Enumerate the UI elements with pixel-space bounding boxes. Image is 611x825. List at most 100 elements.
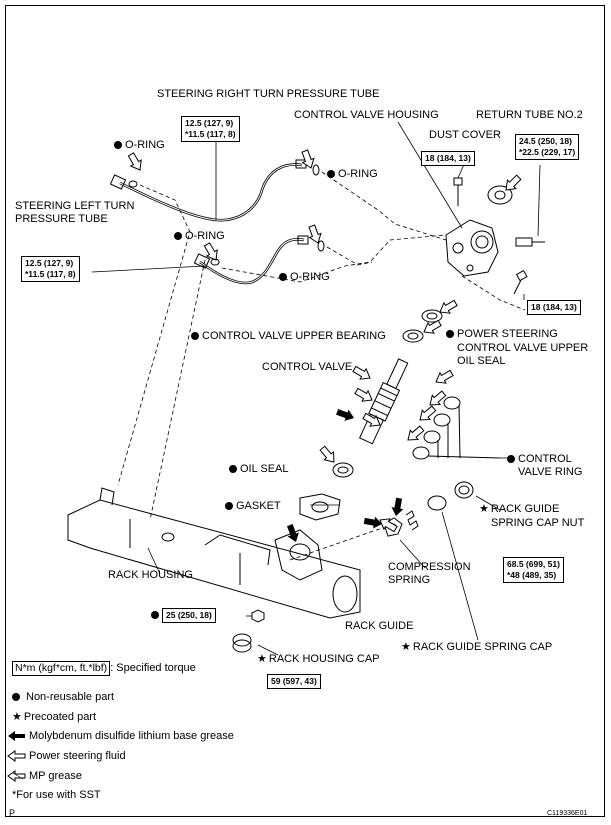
return-tube-bolt bbox=[515, 237, 545, 247]
torque-rack-housing-cap: 59 (597, 43) bbox=[267, 674, 321, 689]
housing-bolt-bottom bbox=[513, 269, 528, 295]
control-valve-ring bbox=[412, 446, 430, 460]
label-rack-guide-spring-cap: ★RACK GUIDE SPRING CAP bbox=[401, 641, 553, 653]
power-steering-fluid-arrow bbox=[308, 224, 322, 244]
label-control-valve: CONTROL VALVE bbox=[262, 361, 353, 373]
power-steering-fluid-arrow bbox=[407, 425, 425, 441]
moly-grease-arrow bbox=[391, 497, 404, 516]
power-steering-fluid-arrow bbox=[379, 518, 398, 533]
precoated-star-icon: ★ bbox=[257, 653, 267, 665]
torque-rack-guide-spring-cap: 68.5 (699, 51)*48 (489, 35) bbox=[503, 557, 564, 583]
non-reusable-dot-icon bbox=[191, 332, 199, 340]
control-valve-ring bbox=[443, 396, 461, 410]
label-oil-seal: OIL SEAL bbox=[229, 463, 289, 476]
diagram-frame bbox=[5, 5, 605, 817]
legend-icons bbox=[7, 693, 26, 782]
non-reusable-dot-icon bbox=[114, 141, 122, 149]
legend-power-steering-fluid: Power steering fluid bbox=[29, 750, 126, 762]
label-gasket: GASKET bbox=[225, 500, 281, 513]
page-marker: P bbox=[9, 808, 16, 818]
label-rack-guide: RACK GUIDE bbox=[345, 620, 414, 632]
legend-precoated: ★Precoated part bbox=[12, 711, 97, 723]
rack-housing bbox=[67, 487, 361, 619]
control-valve-housing bbox=[445, 219, 499, 277]
power-steering-fluid-arrow bbox=[301, 149, 315, 169]
power-steering-fluid-arrow bbox=[319, 445, 335, 463]
figure-code: C119336E01 bbox=[547, 810, 588, 817]
label-control-valve-ring-1: CONTROL bbox=[507, 453, 572, 466]
legend-torque: N*m (kgf*cm, ft.*lbf): Specified torque bbox=[12, 661, 196, 676]
torque-housing-bolt-bottom: 18 (184, 13) bbox=[527, 300, 581, 315]
non-reusable-dot-icon bbox=[327, 170, 335, 178]
torque-small-nut: 25 (250, 18) bbox=[162, 608, 216, 623]
label-rack-guide-spring-cap-nut-1: ★RACK GUIDE bbox=[479, 503, 560, 515]
label-o-ring: O-RING bbox=[279, 271, 330, 284]
torque-left-turn-tube: 12.5 (127, 9)*11.5 (117, 8) bbox=[21, 256, 80, 282]
label-control-valve-ring-2: VALVE RING bbox=[518, 466, 583, 478]
mp-grease-arrow bbox=[505, 174, 522, 191]
label-left-turn-pressure-tube-1: STEERING LEFT TURN bbox=[15, 200, 135, 212]
moly-grease-arrow bbox=[336, 409, 354, 421]
precoated-star-icon: ★ bbox=[401, 641, 411, 653]
power-steering-fluid-arrow bbox=[354, 387, 373, 402]
torque-housing-bolt-top: 18 (184, 13) bbox=[421, 151, 475, 166]
housing-bolt-top bbox=[453, 177, 463, 206]
rack-guide bbox=[383, 517, 403, 537]
power-steering-fluid-arrow bbox=[423, 319, 442, 334]
power-steering-fluid-arrow bbox=[419, 405, 437, 421]
control-valve-ring bbox=[433, 413, 451, 427]
control-valve-upper-bearing bbox=[402, 329, 424, 343]
gasket bbox=[299, 493, 341, 521]
legend-non-reusable: Non-reusable part bbox=[26, 691, 115, 703]
label-control-valve-upper-bearing: CONTROL VALVE UPPER BEARING bbox=[191, 330, 386, 343]
non-reusable-dot-icon bbox=[151, 611, 159, 619]
rack-guide-spring-cap bbox=[427, 495, 447, 511]
label-return-tube: RETURN TUBE NO.2 bbox=[476, 109, 583, 121]
o-ring bbox=[128, 180, 138, 188]
power-steering-fluid-arrow bbox=[362, 412, 381, 427]
label-upper-oil-seal-3: OIL SEAL bbox=[457, 355, 506, 367]
torque-return-tube: 24.5 (250, 18)*22.5 (229, 17) bbox=[515, 134, 580, 160]
precoated-star-icon: ★ bbox=[12, 711, 22, 723]
o-ring bbox=[312, 164, 320, 176]
non-reusable-dot-icon bbox=[507, 455, 515, 463]
legend-sst: *For use with SST bbox=[12, 789, 101, 801]
non-reusable-dot-icon bbox=[174, 232, 182, 240]
oil-seal bbox=[332, 462, 354, 478]
small-nut bbox=[251, 609, 265, 623]
legend-torque-box: N*m (kgf*cm, ft.*lbf) bbox=[12, 661, 111, 676]
label-o-ring: O-RING bbox=[174, 230, 225, 243]
non-reusable-dot-icon bbox=[225, 502, 233, 510]
o-ring bbox=[317, 240, 325, 252]
label-o-ring: O-RING bbox=[327, 168, 378, 181]
control-valve-ring bbox=[423, 430, 441, 444]
label-upper-oil-seal-1: POWER STEERING bbox=[446, 328, 558, 341]
non-reusable-dot-icon bbox=[446, 330, 454, 338]
label-left-turn-pressure-tube-2: PRESSURE TUBE bbox=[15, 213, 108, 225]
power-steering-control-valve-upper-oil-seal bbox=[421, 309, 443, 323]
label-rack-guide-spring-cap-nut-2: SPRING CAP NUT bbox=[491, 517, 585, 529]
moly-grease-arrow bbox=[287, 524, 299, 542]
power-steering-fluid-arrow bbox=[435, 369, 454, 384]
power-steering-fluid-arrow bbox=[429, 390, 447, 406]
power-steering-fluid-arrow bbox=[203, 242, 218, 261]
right-turn-pressure-tube bbox=[119, 163, 303, 222]
label-right-turn-pressure-tube: STEERING RIGHT TURN PRESSURE TUBE bbox=[157, 88, 380, 100]
power-steering-fluid-arrow bbox=[352, 365, 371, 380]
rack-guide-spring-cap-nut bbox=[454, 481, 474, 499]
legend-mp-grease: MP grease bbox=[29, 770, 82, 782]
rack-housing-cap bbox=[232, 633, 252, 653]
legend-moly-grease: Molybdenum disulfide lithium base grease bbox=[29, 730, 234, 742]
label-control-valve-housing: CONTROL VALVE HOUSING bbox=[294, 109, 439, 121]
compression-spring bbox=[405, 510, 419, 531]
label-compression-spring-2: SPRING bbox=[388, 574, 431, 586]
dust-cover bbox=[487, 185, 513, 205]
label-rack-housing-cap: ★RACK HOUSING CAP bbox=[257, 653, 380, 665]
power-steering-fluid-arrow bbox=[127, 152, 142, 171]
label-dust-cover: DUST COVER bbox=[429, 129, 501, 141]
label-small-nut-torque: 25 (250, 18) bbox=[151, 608, 216, 623]
non-reusable-dot-icon bbox=[279, 273, 287, 281]
torque-right-turn-tube: 12.5 (127, 9)*11.5 (117, 8) bbox=[181, 116, 240, 142]
tube-fitting bbox=[109, 174, 127, 190]
label-compression-spring-1: COMPRESSION bbox=[388, 561, 471, 573]
